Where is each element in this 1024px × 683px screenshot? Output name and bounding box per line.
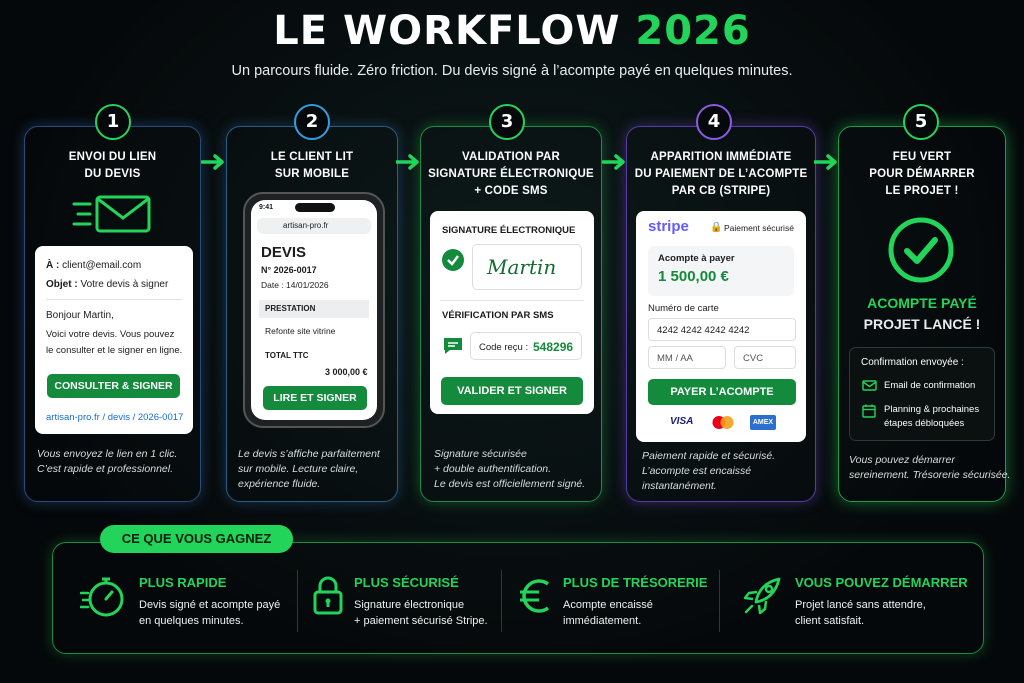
sms-icon [444,338,462,354]
pay-deposit-button[interactable]: PAYER L’ACOMPTE [648,379,796,405]
expiry-input[interactable]: MM / AA [648,346,726,369]
benefits-title: CE QUE VOUS GAGNEZ [100,525,293,553]
step-caption-4: Paiement rapide et sécurisé.L’acompte es… [642,450,776,492]
rocket-icon [743,577,781,615]
calendar-icon [862,404,876,418]
consult-sign-button[interactable]: CONSULTER & SIGNER [47,374,180,398]
validate-sign-button[interactable]: VALIDER ET SIGNER [441,377,583,405]
benefits-panel [52,542,984,654]
benefit-title-2: PLUS SÉCURISÉ [354,575,459,590]
lock-icon: 🔒 [710,222,723,233]
signature-panel: SIGNATURE ÉLECTRONIQUE Martin VÉRIFICATI… [430,211,594,414]
step-caption-1: Vous envoyez le lien en 1 clic.C’est rap… [37,448,178,475]
arrow-right-icon [602,154,625,170]
amount-value: 1 500,00 € [658,268,729,285]
benefit-title-3: PLUS DE TRÉSORERIE [563,575,708,590]
step-number-2: 2 [294,104,330,140]
envelope-icon [72,195,151,233]
arrow-right-icon [201,154,224,170]
cvc-input[interactable]: CVC [734,346,796,369]
mastercard-logo [712,416,734,429]
signature-pad[interactable]: Martin [472,244,582,290]
stopwatch-icon [80,577,124,617]
step-number-4: 4 [696,104,732,140]
read-sign-button[interactable]: LIRE ET SIGNER [263,386,367,410]
benefit-title-1: PLUS RAPIDE [139,575,227,590]
stripe-logo: stripe [648,218,689,235]
step-number-1: 1 [95,104,131,140]
step-number-3: 3 [489,104,525,140]
arrow-right-icon [814,154,837,170]
project-launched-label: PROJET LANCÉ ! [863,316,981,332]
email-preview: À : client@email.com Objet : Votre devis… [35,246,193,434]
step-caption-3: Signature sécurisée+ double authentifica… [434,448,586,490]
check-circle-icon [888,217,954,283]
page-subtitle: Un parcours fluide. Zéro friction. Du de… [231,63,793,79]
card-number-input[interactable]: 4242 4242 4242 4242 [648,318,796,341]
deposit-paid-label: ACOMPTE PAYÉ [867,295,977,311]
padlock-icon [313,576,343,615]
stripe-payment-panel: stripe 🔒 Paiement sécurisé Acompte à pay… [636,211,806,442]
devis-link[interactable]: artisan-pro.fr / devis / 2026-0017 [46,412,184,423]
benefit-text-2: Signature électronique+ paiement sécuris… [354,599,488,627]
step-number-5: 5 [903,104,939,140]
mail-icon [862,380,877,391]
arrow-right-icon [396,154,419,170]
page-title: LE WORKFLOW 2026 [273,8,751,54]
sms-code-field[interactable]: Code reçu : 548296 [470,332,582,360]
confirmation-box: Confirmation envoyée : Email de confirma… [849,347,995,441]
amex-logo: AMEX [750,415,776,430]
benefit-text-4: Projet lancé sans attendre,client satisf… [795,599,926,627]
check-circle-icon [442,249,464,271]
phone-frame: 9:41 artisan-pro.fr DEVIS N° 2026-0017 D… [243,192,385,428]
euro-icon [520,579,550,613]
visa-logo: VISA [670,416,694,427]
url-bar[interactable]: artisan-pro.fr [257,218,371,234]
benefit-title-4: VOUS POUVEZ DÉMARRER [795,575,968,590]
